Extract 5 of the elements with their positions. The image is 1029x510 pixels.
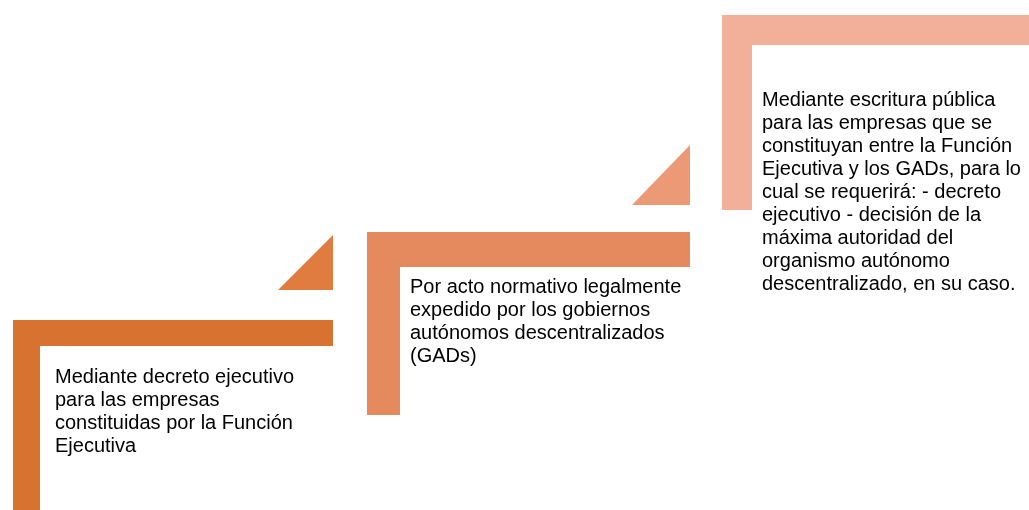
step-text: Mediante decreto ejecutivo para las empresas constituidas por la Función Ejecutiva [55, 365, 295, 457]
step-bracket [13, 320, 333, 510]
step-text: Mediante escritura pública para las empresas que se constituyan entre la Función Ejecutiva y los GADs, para lo cual se requerirá: - decreto ejecutivo - decisión de la máxima autoridad del organismo autónomo descentralizado, en su caso. [762, 88, 1022, 295]
step-bracket [367, 232, 690, 415]
step-text: Por acto normativo legalmente expedido por los gobiernos autónomos descentralizados (GADs) [410, 275, 683, 367]
